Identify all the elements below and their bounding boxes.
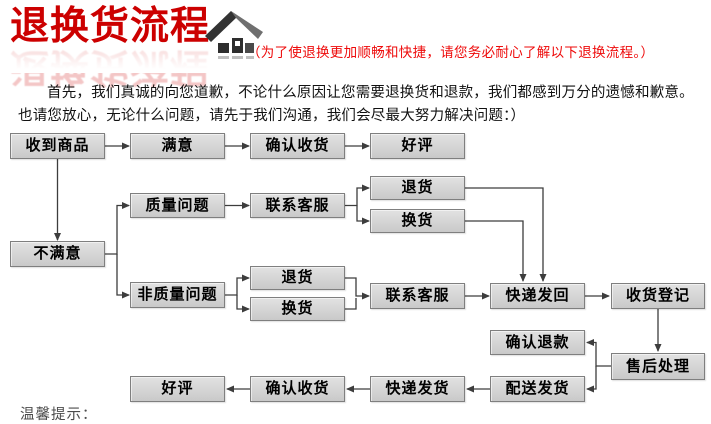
header-subtitle: （为了使退换更加顺畅和快捷，请您务必耐心了解以下退换流程。） bbox=[247, 45, 655, 60]
flow-node-exchange-quality: 换货 bbox=[370, 209, 465, 233]
flow-edge-non-quality-issue-to-return-nonquality bbox=[225, 274, 250, 296]
flow-edge-contact-service-quality-to-exchange-quality bbox=[356, 205, 370, 225]
intro-paragraph: 首先，我们真诚的向您道歉，不论什么原因让您需要退换货和退款，我们都感到万分的遗憾… bbox=[18, 85, 694, 124]
flow-node-contact-service-quality: 联系客服 bbox=[250, 193, 345, 218]
flow-edge-unsatisfied-to-quality-issue bbox=[105, 202, 130, 255]
flow-edge-return-nonquality-to-contact-service-nonquality bbox=[345, 277, 370, 300]
flow-node-delivery-dispatch: 配送发货 bbox=[490, 376, 585, 402]
flow-edge-after-sales-handling-to-delivery-dispatch bbox=[586, 366, 597, 393]
tip-label: 温馨提示： bbox=[20, 407, 98, 423]
flow-edge-exchange-quality-to-express-send-back bbox=[465, 220, 527, 282]
flow-node-non-quality-issue: 非质量问题 bbox=[130, 282, 225, 308]
flow-node-satisfied: 满意 bbox=[130, 133, 225, 159]
flow-node-quality-issue: 质量问题 bbox=[130, 193, 225, 218]
flow-node-goods-registration: 收货登记 bbox=[611, 283, 705, 309]
flow-node-express-send-back: 快递发回 bbox=[490, 283, 585, 309]
flow-node-return-nonquality: 退货 bbox=[250, 266, 345, 290]
flow-edge-unsatisfied-to-non-quality-issue bbox=[116, 254, 130, 299]
flow-node-contact-service-nonquality: 联系客服 bbox=[370, 283, 465, 309]
flow-node-confirm-receipt-bottom: 确认收货 bbox=[250, 376, 345, 402]
flow-node-confirm-refund: 确认退款 bbox=[490, 330, 585, 355]
house-arrow-logo-icon bbox=[205, 11, 263, 59]
flow-node-after-sales-handling: 售后处理 bbox=[611, 353, 705, 380]
flow-node-confirm-receipt-top: 确认收货 bbox=[250, 133, 345, 159]
flow-edge-after-sales-handling-to-confirm-refund bbox=[586, 339, 611, 367]
flow-edge-contact-service-quality-to-return-quality bbox=[345, 184, 370, 207]
flow-node-good-review-bottom: 好评 bbox=[130, 376, 225, 402]
flow-node-unsatisfied: 不满意 bbox=[10, 241, 105, 267]
flow-edge-non-quality-issue-to-exchange-nonquality bbox=[236, 295, 250, 313]
flow-node-return-quality: 退货 bbox=[370, 176, 465, 200]
flow-edge-return-quality-to-express-send-back bbox=[465, 187, 547, 282]
page-title: 退换货流程 bbox=[10, 5, 211, 48]
title-reflection-fade bbox=[0, 47, 240, 73]
flow-node-good-review-top: 好评 bbox=[370, 133, 465, 159]
flow-node-exchange-nonquality: 换货 bbox=[250, 297, 345, 321]
flow-node-express-dispatch: 快递发货 bbox=[370, 376, 465, 402]
flow-edge-exchange-nonquality-to-contact-service-nonquality bbox=[345, 298, 357, 310]
flow-node-received-goods: 收到商品 bbox=[10, 133, 105, 159]
